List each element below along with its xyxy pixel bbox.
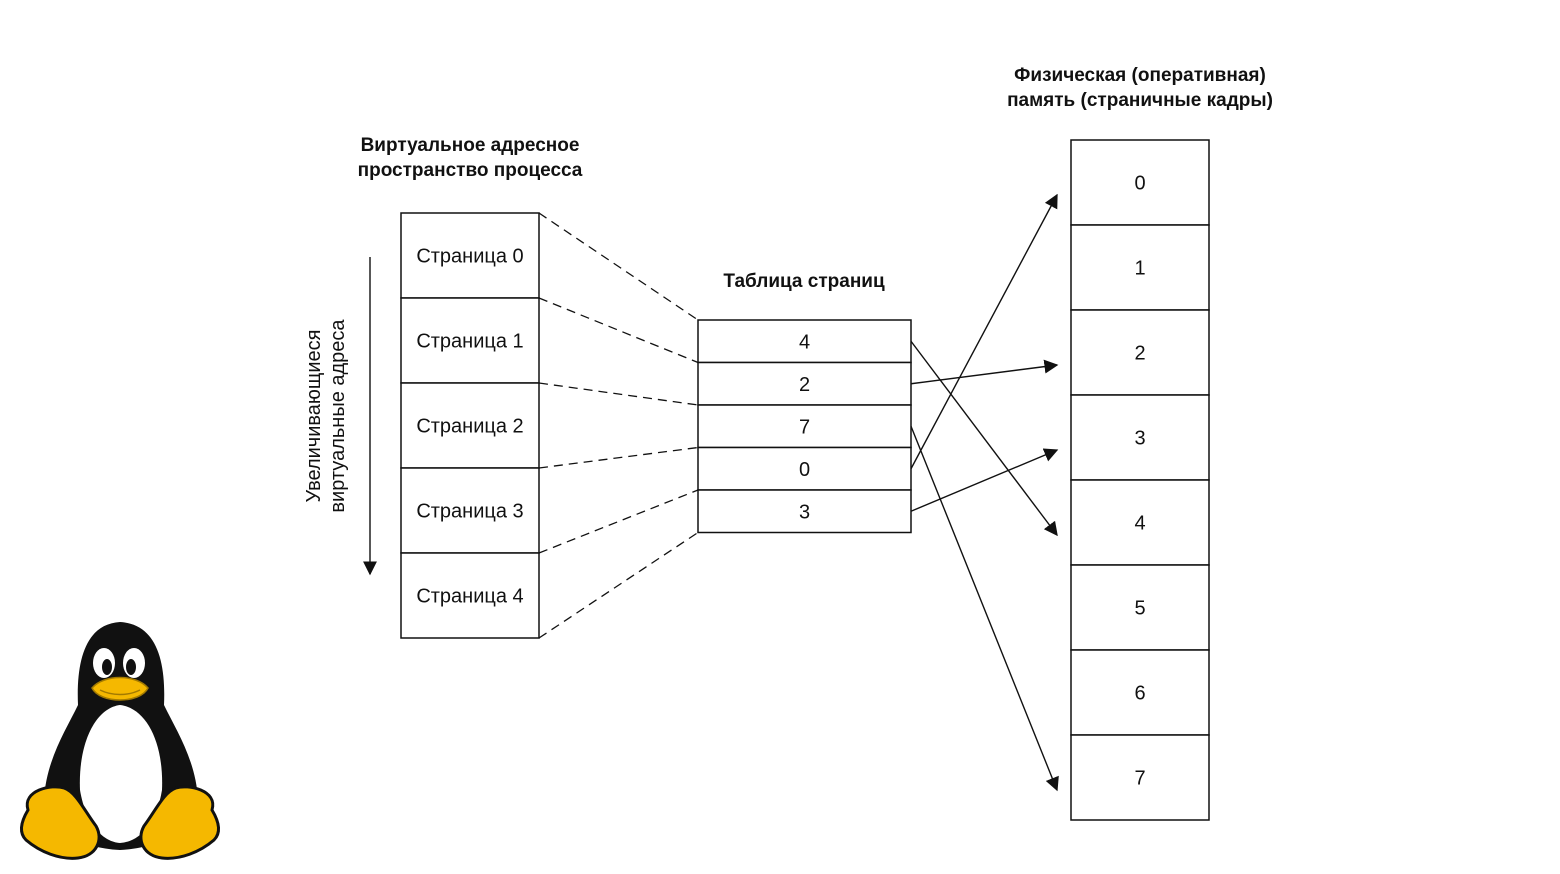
physical-frame-number: 5	[1134, 598, 1145, 620]
virtual-to-table-dashed-lines	[538, 212, 699, 639]
physical-frame-number: 3	[1134, 428, 1145, 450]
physical-memory-title-line1: Физическая (оперативная)	[1014, 65, 1266, 86]
physical-frame-cell	[1070, 479, 1210, 566]
physical-frame-number: 2	[1134, 343, 1145, 365]
page-boundary-dashed-line	[538, 446, 699, 469]
physical-frame-cell	[1070, 224, 1210, 311]
tux-penguin-icon	[20, 622, 220, 860]
physical-frame-cell	[1070, 139, 1210, 226]
physical-memory-title-line2: память (страничные кадры)	[1007, 90, 1273, 111]
page-boundary-dashed-line	[538, 489, 699, 554]
physical-frame-number: 6	[1134, 683, 1145, 705]
mapping-arrow	[910, 359, 1059, 385]
virtual-pages-column: Страница 0 Страница 1 Страница 2 Страница 3…	[400, 212, 540, 639]
table-to-frame-arrows	[910, 193, 1059, 792]
page-table-entry-value: 0	[799, 459, 810, 481]
physical-frame-number: 4	[1134, 513, 1145, 535]
page-table-entry-value: 2	[799, 374, 810, 396]
virtual-space-title-line2: пространство процесса	[358, 160, 583, 181]
page-boundary-dashed-line	[538, 212, 699, 321]
page-table-column: 4 2 7 0 3	[697, 319, 912, 534]
physical-frame-number: 7	[1134, 768, 1145, 790]
page-boundary-dashed-line	[538, 297, 699, 364]
direction-label-line2: виртуальные адреса	[327, 319, 349, 513]
virtual-page-cell	[400, 552, 540, 639]
mapping-arrow	[910, 448, 1059, 512]
virtual-page-label: Страница 0	[416, 246, 523, 268]
mapping-arrow	[910, 425, 1059, 792]
physical-frame-cell	[1070, 394, 1210, 481]
virtual-page-label: Страница 3	[416, 501, 523, 523]
page-table-entry-value: 3	[799, 501, 810, 523]
physical-frame-number: 0	[1134, 173, 1145, 195]
mapping-arrow	[910, 193, 1058, 470]
direction-label-line1: Увеличивающиеся	[303, 330, 325, 503]
virtual-space-title-line1: Виртуальное адресное	[361, 135, 580, 156]
physical-frame-cell	[1070, 734, 1210, 821]
page-table-entry-value: 7	[799, 416, 810, 438]
page-table-entry-cell	[697, 446, 912, 491]
page-table-entry-cell	[697, 319, 912, 364]
page-boundary-dashed-line	[538, 531, 699, 639]
page-table-entry-cell	[697, 489, 912, 534]
physical-frame-cell	[1070, 309, 1210, 396]
mapping-arrow	[910, 340, 1058, 537]
virtual-page-cell	[400, 467, 540, 554]
virtual-page-label: Страница 4	[416, 586, 523, 608]
virtual-page-label: Страница 1	[416, 331, 523, 353]
page-table-title: Таблица страниц	[723, 271, 885, 292]
physical-frames-column: 0 1 2 3 4 5 6 7	[1070, 139, 1210, 821]
page-boundary-dashed-line	[538, 382, 699, 406]
virtual-page-label: Страница 2	[416, 416, 523, 438]
page-table-entry-value: 4	[799, 331, 810, 353]
direction-label: Увеличивающиеся виртуальные адреса	[303, 319, 349, 513]
virtual-page-cell	[400, 297, 540, 384]
physical-frame-number: 1	[1134, 258, 1145, 280]
